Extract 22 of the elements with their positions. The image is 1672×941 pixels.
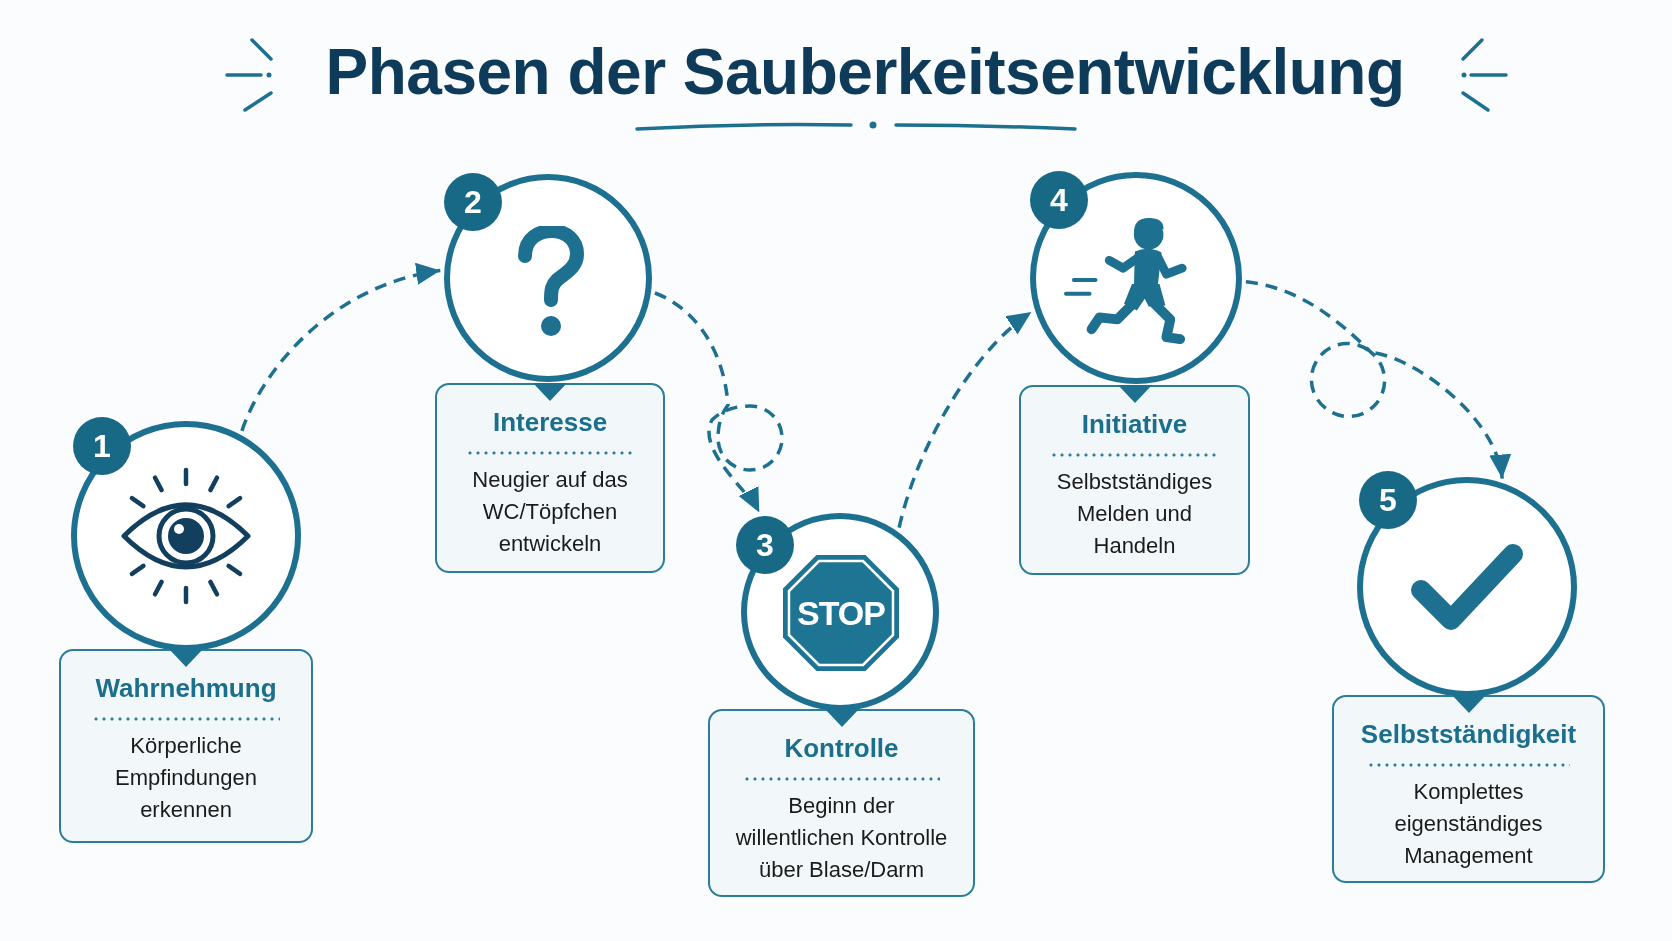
step-number-badge: 5 (1359, 471, 1417, 529)
step-card (708, 709, 975, 897)
card-title: Interesse (492, 406, 608, 439)
step-card (59, 649, 313, 843)
step-number-badge: 3 (736, 516, 794, 574)
step-card (1332, 695, 1605, 883)
card-description: Komplettes eigenständiges Management (1393, 778, 1544, 870)
sign-text: STOP (797, 596, 885, 630)
card-description: Selbstständiges Melden und Handeln (1055, 468, 1214, 560)
dashed-arrow (654, 291, 784, 514)
dashed-arrow (240, 264, 441, 432)
dashed-arrow (1245, 280, 1509, 479)
card-title: Wahrnehmung (95, 672, 277, 705)
card-description: Körperliche Empfindungen erkennen (114, 732, 258, 824)
stop-sign (782, 554, 900, 672)
card-title: Initiative (1081, 408, 1188, 441)
card-description: Neugier auf das WC/Töpfchen entwickeln (471, 466, 629, 558)
card-title: Selbstständigkeit (1360, 718, 1577, 751)
step-card (1019, 385, 1250, 575)
card-description: Beginn der willentlichen Kontrolle über Blase/Darm (734, 792, 949, 884)
step-card (435, 383, 665, 573)
card-title: Kontrolle (784, 732, 899, 765)
